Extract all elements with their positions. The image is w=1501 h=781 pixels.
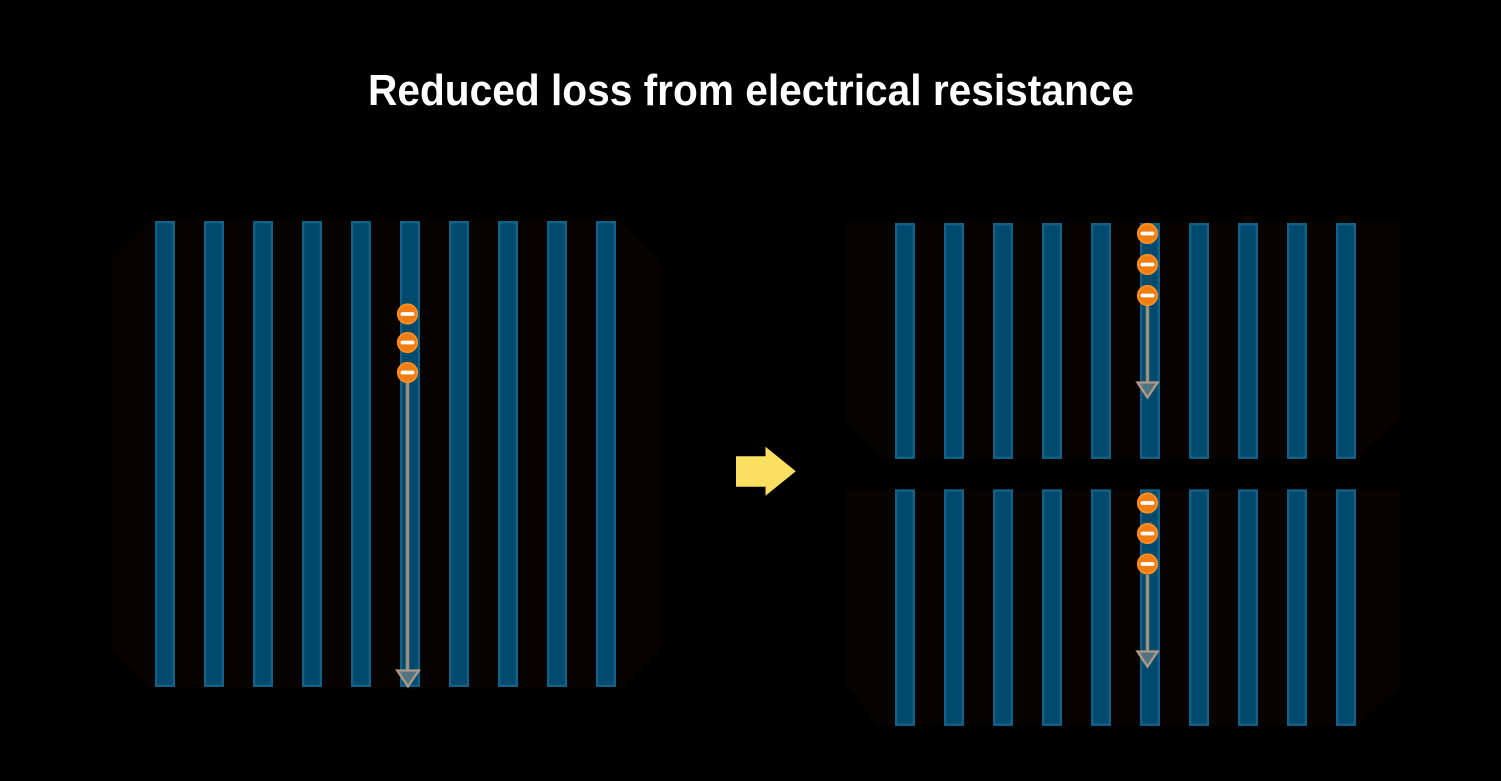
svg-text:Reduced loss from electrical r: Reduced loss from electrical resistance <box>368 67 1134 115</box>
